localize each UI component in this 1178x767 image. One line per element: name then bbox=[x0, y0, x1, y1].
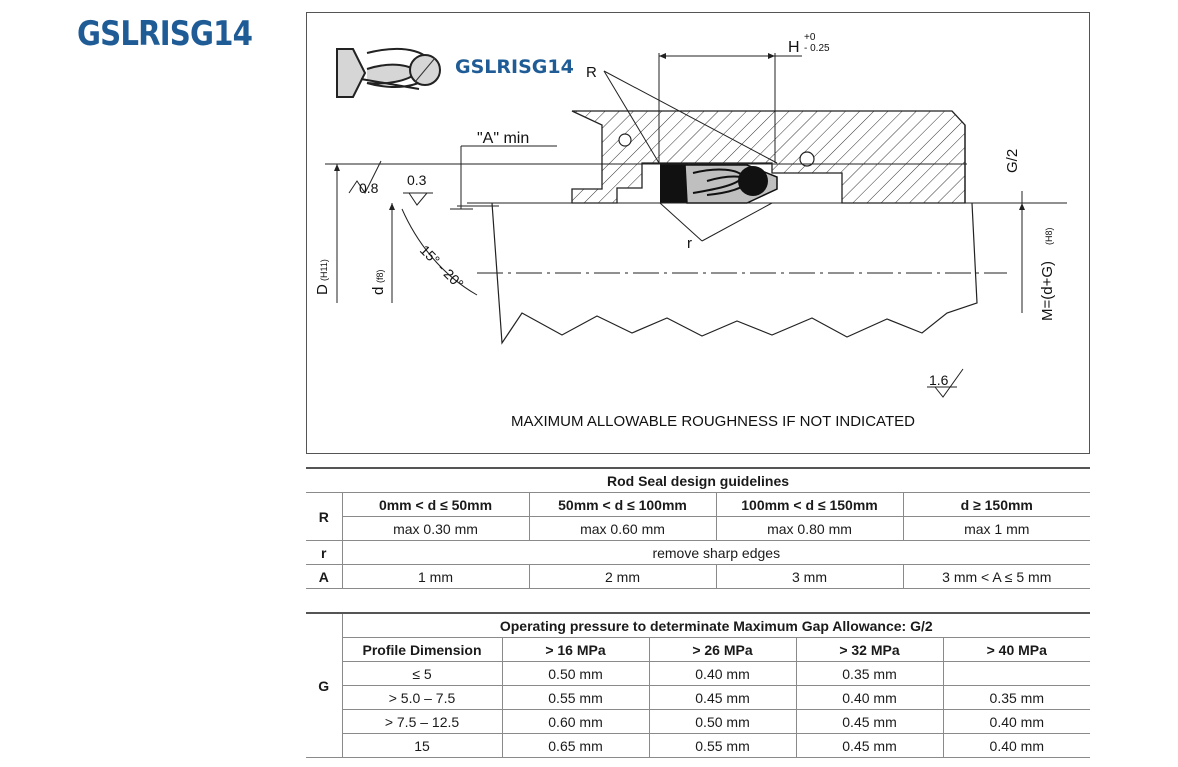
table-cell: ≤ 5 bbox=[341, 661, 503, 686]
label-A-min: "A" min bbox=[477, 130, 529, 147]
column-header: > 16 MPa bbox=[501, 637, 650, 662]
column-header: > 40 MPa bbox=[942, 637, 1091, 662]
label-D-tol: (H11) bbox=[319, 259, 329, 281]
column-header: > 26 MPa bbox=[648, 637, 797, 662]
label-d: d bbox=[370, 287, 387, 295]
table-cell: max 0.80 mm bbox=[715, 516, 904, 541]
label-H-tol-minus: - 0.25 bbox=[804, 43, 830, 54]
table-cell: 15 bbox=[341, 733, 503, 758]
roughness-16: 1.6 bbox=[929, 372, 949, 388]
table-cell: 1 mm bbox=[341, 564, 530, 589]
table-row: A 1 mm 2 mm 3 mm 3 mm < A ≤ 5 mm bbox=[306, 564, 1091, 589]
label-G-half: G/2 bbox=[1004, 149, 1021, 173]
table-cell: 0.60 mm bbox=[501, 709, 650, 734]
row-label-A: A bbox=[306, 564, 343, 589]
table-row: > 7.5 – 12.5 0.60 mm 0.50 mm 0.45 mm 0.4… bbox=[306, 709, 1091, 734]
table-cell: > 7.5 – 12.5 bbox=[341, 709, 503, 734]
label-d-tol: (f8) bbox=[375, 269, 385, 283]
table-cell: 3 mm bbox=[715, 564, 904, 589]
range-header: 0mm < d ≤ 50mm bbox=[341, 492, 530, 517]
table-cell: 0.40 mm bbox=[942, 709, 1091, 734]
label-H-tol-plus: +0 bbox=[804, 32, 816, 43]
table-cell: remove sharp edges bbox=[341, 540, 1091, 565]
label-r: r bbox=[687, 235, 692, 252]
technical-drawing: GSLRISG14 bbox=[306, 12, 1090, 454]
label-D: D bbox=[314, 284, 331, 295]
page-title: GSLRISG14 bbox=[77, 14, 253, 54]
table-cell: 0.45 mm bbox=[795, 709, 944, 734]
table-cell: 0.40 mm bbox=[942, 733, 1091, 758]
table-cell: 0.55 mm bbox=[501, 685, 650, 710]
label-M-tol: (H8) bbox=[1044, 227, 1054, 245]
drawing-canvas: GSLRISG14 bbox=[314, 32, 1067, 430]
table-cell: 0.35 mm bbox=[795, 661, 944, 686]
table-row: 15 0.65 mm 0.55 mm 0.45 mm 0.40 mm bbox=[306, 733, 1091, 758]
table-cell: 0.40 mm bbox=[648, 661, 797, 686]
table-caption: Operating pressure to determinate Maximu… bbox=[341, 612, 1091, 638]
table-caption-row: G Operating pressure to determinate Maxi… bbox=[306, 612, 1091, 758]
roughness-note: MAXIMUM ALLOWABLE ROUGHNESS IF NOT INDIC… bbox=[511, 413, 915, 430]
label-H: H bbox=[788, 39, 800, 56]
brand-logo-icon bbox=[336, 47, 441, 98]
range-header: d ≥ 150mm bbox=[902, 492, 1091, 517]
roughness-08: 0.8 bbox=[359, 180, 379, 196]
table-cell: 0.65 mm bbox=[501, 733, 650, 758]
label-angle: 15° - 20° bbox=[417, 242, 467, 292]
table-row: R 0mm < d ≤ 50mm 50mm < d ≤ 100mm 100mm … bbox=[306, 492, 1091, 541]
table-header-row: Profile Dimension > 16 MPa > 26 MPa > 32… bbox=[306, 637, 1091, 662]
table-cell: 0.45 mm bbox=[648, 685, 797, 710]
table-cell bbox=[942, 661, 1091, 686]
gap-allowance-table: G Operating pressure to determinate Maxi… bbox=[306, 612, 1091, 758]
table-cell: 0.35 mm bbox=[942, 685, 1091, 710]
table-row: max 0.30 mm max 0.60 mm max 0.80 mm max … bbox=[306, 516, 1091, 541]
range-header: 100mm < d ≤ 150mm bbox=[715, 492, 904, 517]
table-cell: 0.50 mm bbox=[648, 709, 797, 734]
table-cell: max 0.30 mm bbox=[341, 516, 530, 541]
column-header: Profile Dimension bbox=[341, 637, 503, 662]
table-caption: Rod Seal design guidelines bbox=[306, 467, 1091, 493]
table-cell: 2 mm bbox=[528, 564, 717, 589]
table-cell: 0.55 mm bbox=[648, 733, 797, 758]
table-row: r remove sharp edges bbox=[306, 540, 1091, 565]
table-row: ≤ 5 0.50 mm 0.40 mm 0.35 mm bbox=[306, 661, 1091, 686]
table-row: > 5.0 – 7.5 0.55 mm 0.45 mm 0.40 mm 0.35… bbox=[306, 685, 1091, 710]
label-R: R bbox=[586, 64, 597, 81]
roughness-03: 0.3 bbox=[407, 172, 427, 188]
seal-profile bbox=[660, 163, 778, 204]
table-cell: 0.40 mm bbox=[795, 685, 944, 710]
rod-seal-guidelines-table: Rod Seal design guidelines R 0mm < d ≤ 5… bbox=[306, 467, 1091, 589]
row-label-G: G bbox=[306, 612, 343, 758]
table-cell: 0.45 mm bbox=[795, 733, 944, 758]
row-label-r: r bbox=[306, 540, 343, 565]
table-cell: > 5.0 – 7.5 bbox=[341, 685, 503, 710]
table-caption-row: Rod Seal design guidelines bbox=[306, 467, 1091, 493]
row-label-R: R bbox=[306, 492, 343, 541]
table-cell: max 0.60 mm bbox=[528, 516, 717, 541]
column-header: > 32 MPa bbox=[795, 637, 944, 662]
label-M: M=(d+G) bbox=[1039, 261, 1056, 321]
housing-section bbox=[571, 110, 966, 204]
range-header: 50mm < d ≤ 100mm bbox=[528, 492, 717, 517]
table-cell: 3 mm < A ≤ 5 mm bbox=[902, 564, 1091, 589]
brand-name: GSLRISG14 bbox=[455, 56, 574, 78]
table-cell: max 1 mm bbox=[902, 516, 1091, 541]
table-cell: 0.50 mm bbox=[501, 661, 650, 686]
